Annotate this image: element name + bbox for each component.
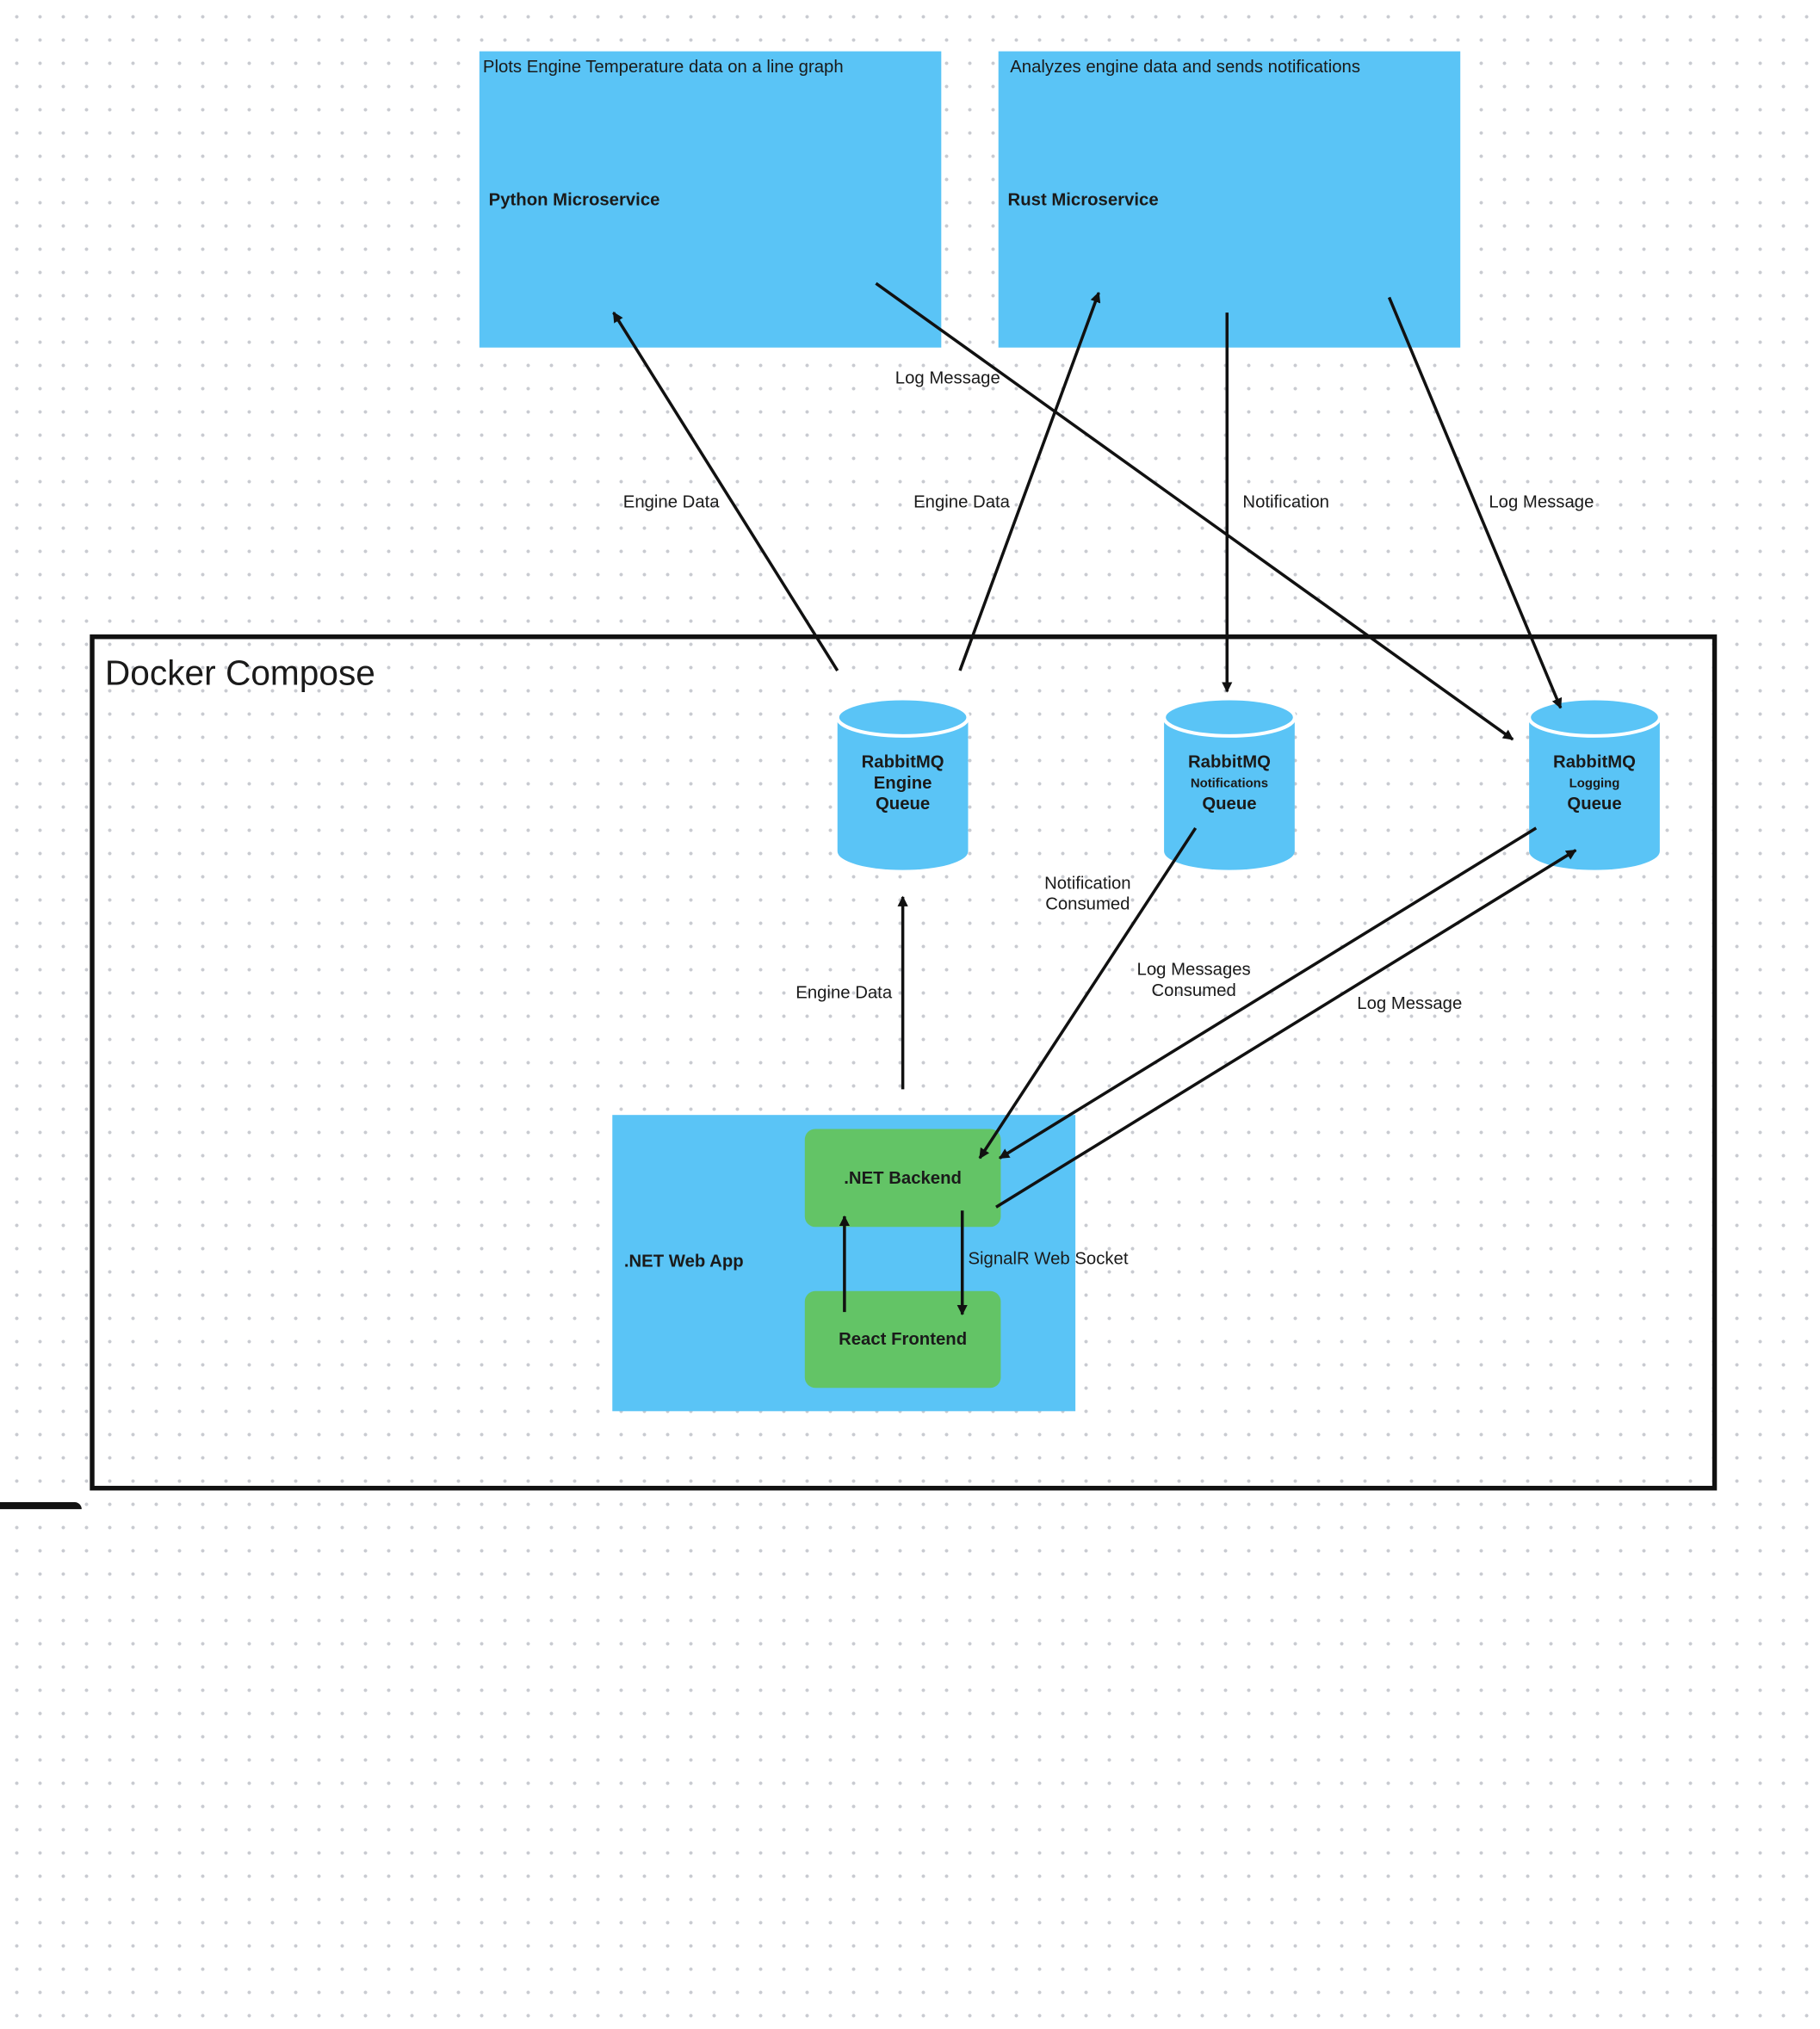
- rust-microservice-box[interactable]: Analyzes engine data and sends notificat…: [998, 51, 1461, 348]
- arrow-log-messages-consumed[interactable]: [999, 826, 1538, 1160]
- engine-queue-line3: Queue: [875, 794, 931, 814]
- react-frontend-box[interactable]: React Frontend: [804, 1290, 1001, 1389]
- queue-cylinders: [835, 696, 1662, 870]
- rust-microservice-title: Rust Microservice: [1007, 189, 1159, 210]
- engine-queue-line2: Engine: [873, 773, 932, 794]
- notifications-queue-label: RabbitMQ Notifications Queue: [1164, 752, 1295, 815]
- notifications-queue-line3: Queue: [1202, 794, 1257, 814]
- arrow-engine-to-python[interactable]: [612, 312, 839, 671]
- label-rust-notification: Notification: [1242, 492, 1329, 512]
- label-engine-to-rust: Engine Data: [913, 492, 1010, 512]
- arrow-rust-log[interactable]: [1387, 296, 1563, 709]
- label-backend-engine-data: Engine Data: [795, 983, 893, 1004]
- rust-microservice-description: Analyzes engine data and sends notificat…: [1010, 57, 1360, 77]
- notifications-queue-line1: RabbitMQ: [1187, 752, 1271, 772]
- label-engine-to-python: Engine Data: [622, 492, 720, 512]
- corner-stub: [0, 1501, 82, 1510]
- engine-queue-cylinder[interactable]: [835, 696, 970, 870]
- label-notification-consumed: Notification Consumed: [1044, 873, 1131, 915]
- logging-queue-line2: Logging: [1569, 776, 1620, 791]
- notifications-queue-cylinder[interactable]: [1162, 696, 1297, 870]
- label-python-log: Log Message: [895, 368, 1000, 389]
- arrow-notification-consumed[interactable]: [978, 826, 1198, 1160]
- engine-queue-label: RabbitMQ Engine Queue: [838, 752, 969, 815]
- dotnet-backend-box[interactable]: .NET Backend: [804, 1129, 1001, 1228]
- connection-arrows: [612, 281, 1577, 1316]
- python-microservice-description: Plots Engine Temperature data on a line …: [482, 57, 844, 77]
- logging-queue-cylinder[interactable]: [1527, 696, 1662, 870]
- arrow-backend-log-message[interactable]: [995, 849, 1577, 1209]
- label-rust-log: Log Message: [1489, 492, 1594, 512]
- label-signalr: SignalR Web Socket: [968, 1248, 1129, 1270]
- docker-compose-frame[interactable]: [90, 634, 1718, 1491]
- dotnet-web-app-title: .NET Web App: [623, 1251, 744, 1271]
- engine-queue-line1: RabbitMQ: [861, 752, 944, 772]
- arrow-engine-to-rust[interactable]: [958, 291, 1101, 671]
- arrow-python-log[interactable]: [875, 281, 1514, 741]
- logging-queue-line1: RabbitMQ: [1553, 752, 1636, 772]
- python-microservice-box[interactable]: Plots Engine Temperature data on a line …: [479, 51, 942, 348]
- docker-compose-title: Docker Compose: [104, 654, 375, 693]
- label-backend-log-message: Log Message: [1357, 993, 1463, 1014]
- python-microservice-title: Python Microservice: [488, 189, 660, 210]
- notifications-queue-line2: Notifications: [1190, 776, 1269, 791]
- logging-queue-label: RabbitMQ Logging Queue: [1529, 752, 1660, 815]
- label-log-messages-consumed: Log Messages Consumed: [1136, 960, 1251, 1001]
- logging-queue-line3: Queue: [1567, 794, 1622, 814]
